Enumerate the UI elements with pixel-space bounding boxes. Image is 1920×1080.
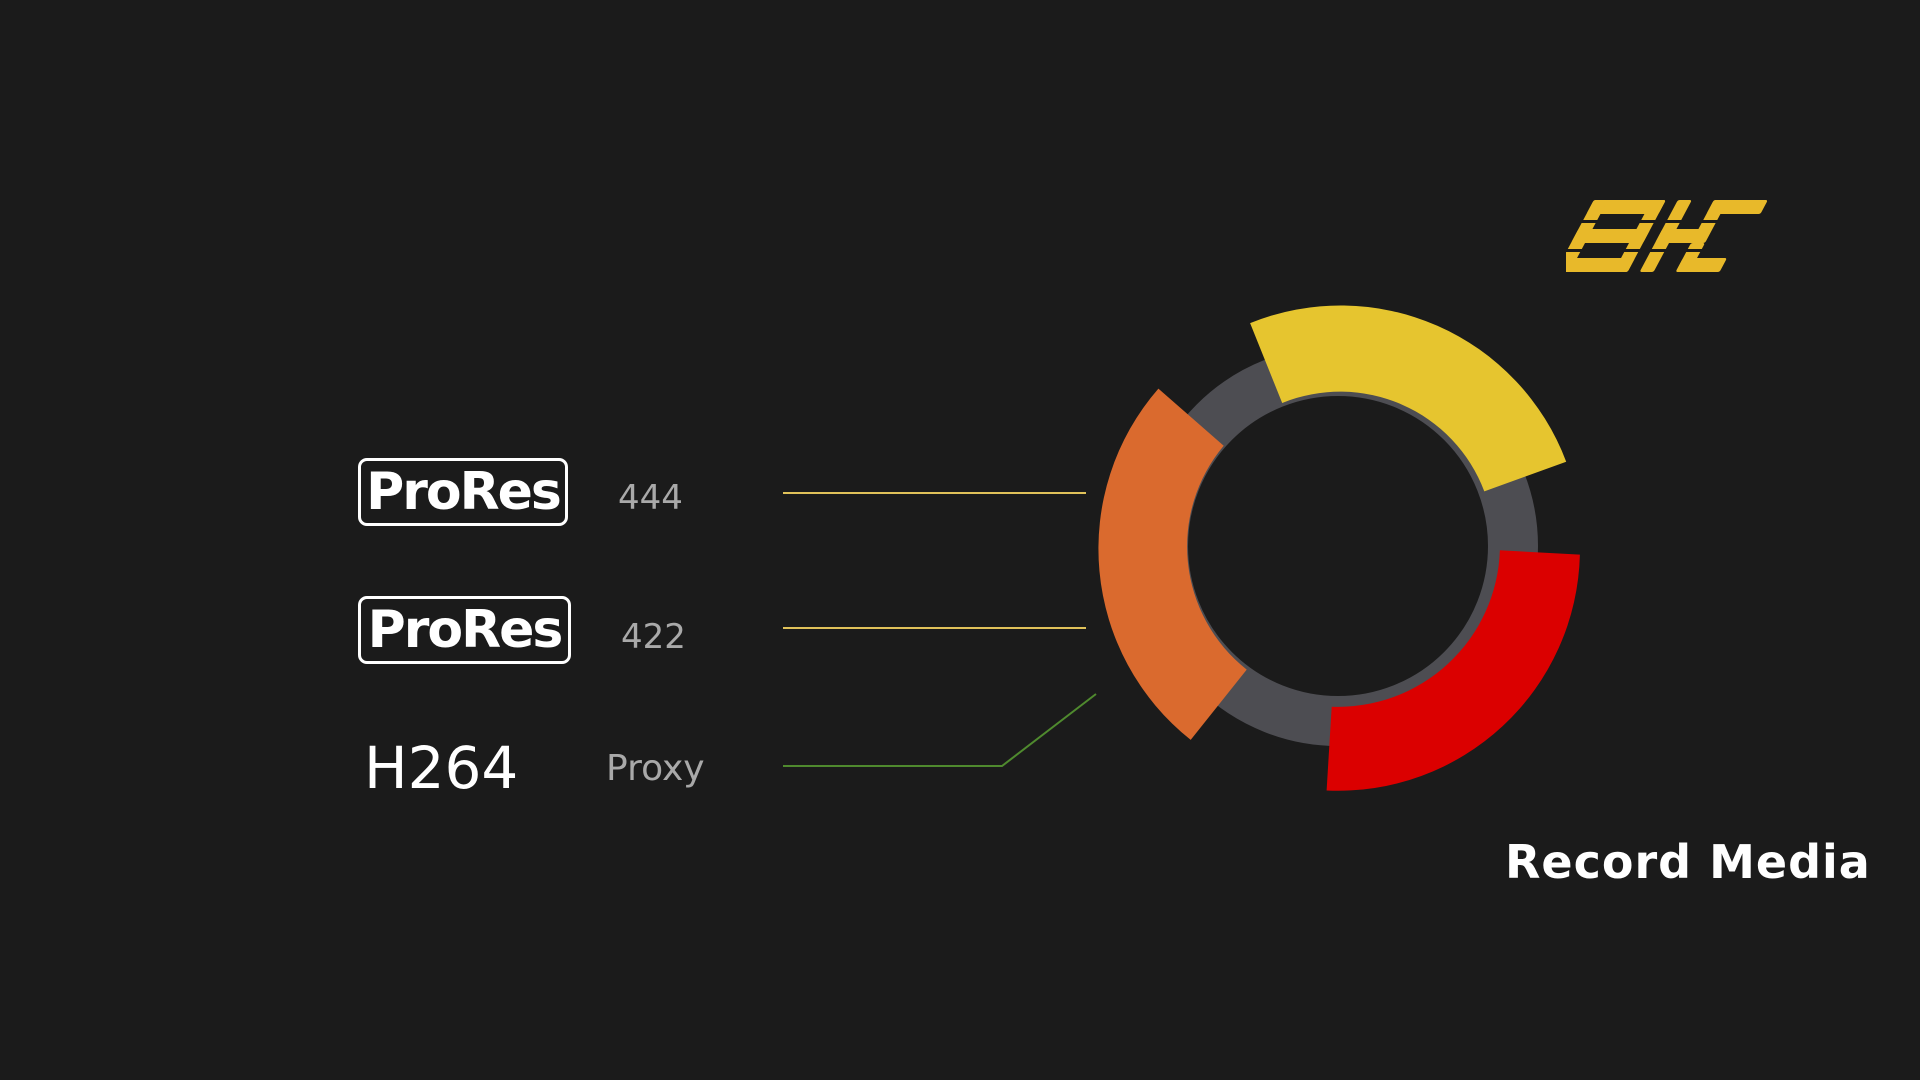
8k-logo: [1566, 200, 1768, 272]
variant-label-422: 422: [621, 617, 686, 657]
ring-segment-yellow: [1250, 305, 1567, 492]
ring-segment-orange: [1098, 388, 1247, 740]
connector-line-proxy: [783, 693, 1097, 767]
prores-logo: ProRes: [358, 458, 568, 526]
codec-row-prores-444: ProRes: [358, 458, 568, 526]
variant-label-proxy: Proxy: [606, 748, 705, 789]
codec-row-h264-proxy: H264: [358, 734, 571, 802]
codec-row-prores-422: ProRes: [358, 596, 571, 664]
prores-logo: ProRes: [358, 596, 571, 664]
ring-segment-red: [1326, 550, 1580, 791]
h264-label: H264: [364, 734, 519, 802]
variant-label-444: 444: [618, 478, 683, 518]
record-media-caption: Record Media: [1505, 835, 1871, 889]
